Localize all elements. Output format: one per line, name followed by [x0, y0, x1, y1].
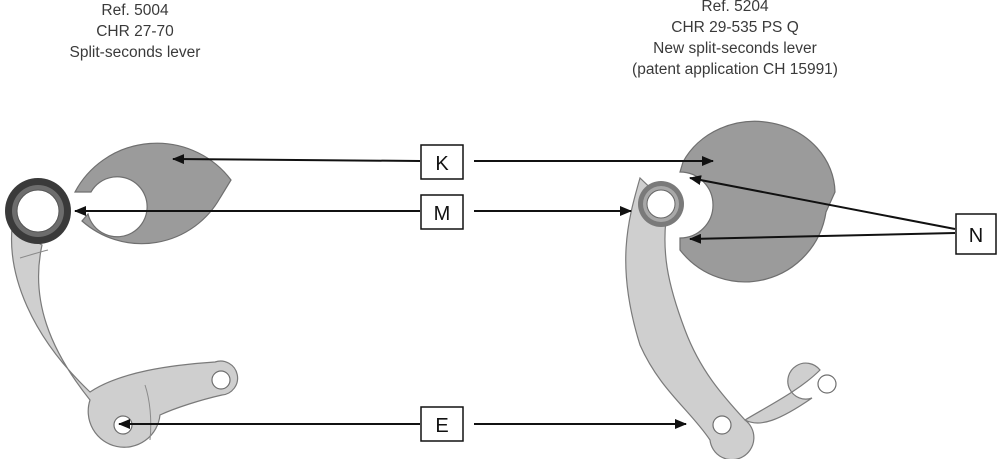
- right-caption-line-1: Ref. 5204: [701, 0, 769, 15]
- label-m: M: [420, 194, 464, 230]
- left-caption-line-3: Split-seconds lever: [69, 44, 201, 61]
- label-e-text: E: [435, 415, 448, 437]
- left-caption-line-2: CHR 27-70: [96, 23, 174, 40]
- right-end-hole: [817, 374, 837, 394]
- left-caption-line-1: Ref. 5004: [101, 2, 169, 19]
- label-e: E: [420, 406, 464, 442]
- left-cam: [74, 142, 232, 245]
- right-lever-assembly: [625, 120, 837, 459]
- label-k: K: [420, 144, 464, 180]
- left-lever-assembly: [5, 142, 239, 448]
- right-caption-line-4: (patent application CH 15991): [632, 61, 838, 78]
- left-end-hole: [211, 370, 231, 390]
- right-caption: Ref. 5204 CHR 29-535 PS Q New split-seco…: [560, 0, 910, 80]
- label-m-text: M: [434, 203, 451, 225]
- right-caption-line-2: CHR 29-535 PS Q: [671, 19, 799, 36]
- right-e-hole: [712, 415, 732, 435]
- left-lever-arm: [10, 227, 239, 448]
- left-caption: Ref. 5004 CHR 27-70 Split-seconds lever: [10, 0, 260, 63]
- right-caption-line-3: New split-seconds lever: [653, 40, 817, 57]
- label-n-text: N: [969, 225, 983, 247]
- left-lever-seam-2: [19, 249, 49, 259]
- arrows: [74, 154, 956, 429]
- arrow-n-bottom: [689, 232, 956, 244]
- arrow-n-top: [689, 175, 956, 230]
- label-n: N: [955, 213, 997, 255]
- left-lever-seam: [144, 384, 152, 441]
- left-ring-hole: [16, 189, 60, 233]
- arrow-k-left: [172, 154, 421, 165]
- right-ring-hole: [646, 189, 676, 219]
- label-k-text: K: [435, 153, 449, 175]
- right-cam: [679, 120, 836, 283]
- right-lever-arm: [625, 176, 821, 459]
